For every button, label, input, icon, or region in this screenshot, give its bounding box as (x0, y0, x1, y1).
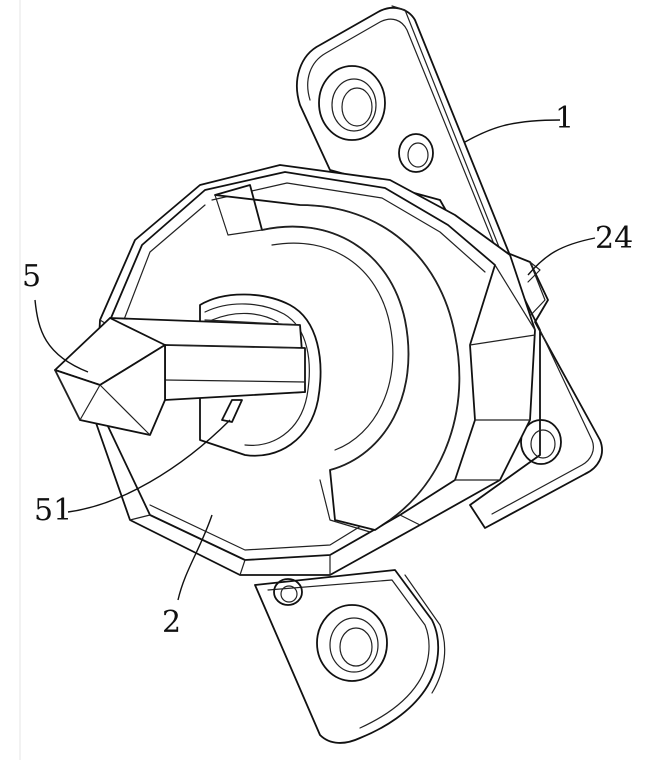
leader-51 (67, 419, 231, 513)
label-bracket-1: 1 (555, 101, 575, 136)
lower-flange (254, 569, 446, 744)
lower-small-hole (273, 578, 303, 606)
collar (214, 184, 461, 533)
lower-bolt-hole (316, 604, 388, 682)
leader-1 (464, 119, 561, 143)
upper-small-hole (398, 133, 434, 173)
label-slot-51: 51 (34, 493, 73, 528)
leader-5 (34, 299, 89, 373)
label-shaft-5: 5 (22, 259, 42, 294)
leader-2 (177, 514, 213, 601)
leader-24 (527, 237, 596, 276)
label-housing-2: 2 (162, 605, 182, 640)
right-bolt-hole (520, 419, 562, 465)
right-flange (469, 249, 603, 529)
shaft (54, 317, 306, 436)
upper-bolt-hole (318, 65, 386, 141)
label-notch-24: 24 (595, 221, 634, 256)
